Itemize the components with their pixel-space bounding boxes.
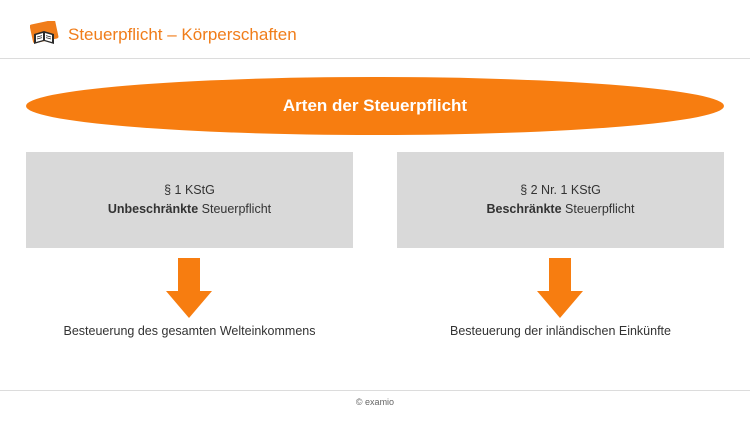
header-divider: [0, 58, 750, 59]
page-title: Steuerpflicht – Körperschaften: [68, 25, 297, 44]
right-box-rest: Steuerpflicht: [561, 202, 635, 216]
left-box-bold-word: Unbeschränkte: [107, 202, 199, 216]
left-box-rest: Steuerpflicht: [198, 202, 272, 216]
book-graduation-icon: [30, 21, 59, 44]
arrow-down-icon: [537, 258, 583, 318]
main-ellipse: Arten der Steuerpflicht: [26, 77, 724, 135]
right-result: Besteuerung der inländischen Einkünfte: [450, 324, 671, 338]
right-box-law: § 2 Nr. 1 KStG: [520, 183, 601, 197]
main-ellipse-label: Arten der Steuerpflicht: [282, 96, 468, 115]
right-box: § 2 Nr. 1 KStG Beschränkte Steuerpflicht: [397, 152, 724, 248]
left-box: § 1 KStG Unbeschränkte Steuerpflicht: [26, 152, 353, 248]
footer-copyright: © examio: [355, 397, 395, 407]
footer-divider: [0, 390, 750, 391]
right-box-type: Beschränkte Steuerpflicht: [486, 200, 634, 219]
left-box-type: Unbeschränkte Steuerpflicht: [108, 200, 271, 219]
left-box-law: § 1 KStG: [164, 183, 215, 197]
right-box-bold-word: Beschränkte: [486, 202, 562, 216]
arrow-down-icon: [166, 258, 212, 318]
left-result: Besteuerung des gesamten Welteinkommens: [63, 324, 316, 338]
header: Steuerpflicht – Körperschaften: [0, 0, 750, 58]
